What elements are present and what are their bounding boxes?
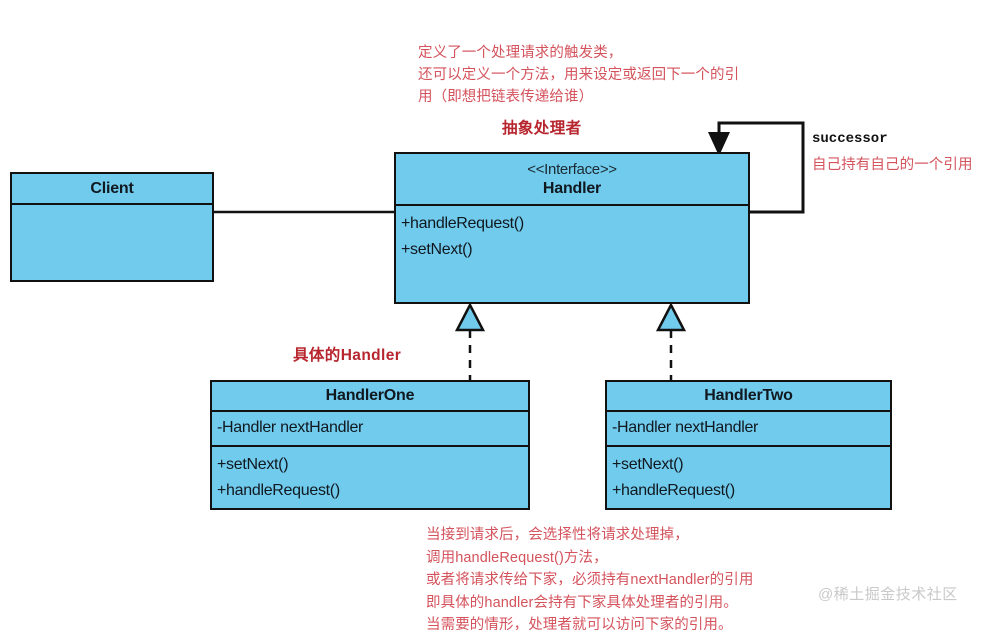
class-box-handler-two[interactable]: HandlerTwo -Handler nextHandler +setNext… [605, 380, 892, 510]
label-successor: successor [812, 131, 888, 147]
class-operations-handler: +handleRequest() +setNext() [396, 206, 748, 269]
note-abstract-handler-description: 定义了一个处理请求的触发类， 还可以定义一个方法，用来设定或返回下一个的引 用（… [418, 45, 740, 106]
class-stereotype-handler: <<Interface>> [527, 161, 617, 178]
member-handler-one-attr-0: -Handler nextHandler [217, 419, 364, 437]
class-operations-handler-two: +setNext() +handleRequest() [607, 447, 890, 510]
class-box-handler-one[interactable]: HandlerOne -Handler nextHandler +setNext… [210, 380, 530, 510]
class-divider-handler-one-attrs [212, 410, 528, 413]
member-handler-two-attr-0: -Handler nextHandler [612, 419, 759, 437]
note-abstract-handler-heading: 抽象处理者 [502, 120, 582, 137]
class-name-handler: Handler [542, 180, 602, 198]
realization-handlertwo-triangle [655, 302, 687, 332]
watermark: @稀土掘金技术社区 [818, 586, 958, 603]
member-handler-one-op-1: +handleRequest() [217, 482, 340, 500]
note-successor-description: 自己持有自己的一个引用 [812, 157, 973, 173]
member-handler-op-1: +setNext() [401, 241, 473, 259]
class-attributes-handler-one: -Handler nextHandler [212, 412, 528, 444]
class-divider-client [12, 203, 212, 206]
class-divider-handler [396, 203, 748, 206]
class-attributes-handler-two: -Handler nextHandler [607, 412, 890, 444]
note-concrete-handler-heading: 具体的Handler [293, 347, 402, 364]
class-title-handler-one: HandlerOne [325, 387, 415, 404]
member-handler-one-op-0: +setNext() [217, 455, 289, 473]
member-handler-two-op-0: +setNext() [612, 455, 684, 473]
class-title-handler-two: HandlerTwo [704, 387, 793, 404]
member-handler-two-op-1: +handleRequest() [612, 482, 735, 500]
class-operations-handler-one: +setNext() +handleRequest() [212, 447, 528, 510]
class-divider-handler-two-ops [607, 444, 890, 447]
class-divider-handler-two-attrs [607, 410, 890, 413]
note-bottom-description: 当接到请求后，会选择性将请求处理掉， 调用handleRequest()方法， … [426, 527, 754, 630]
member-handler-op-0: +handleRequest() [401, 214, 524, 232]
class-box-client[interactable]: Client [10, 172, 214, 282]
realization-handlerone-triangle [454, 302, 486, 332]
class-title-client: Client [90, 180, 134, 197]
class-box-handler[interactable]: <<Interface>> Handler +handleRequest() +… [394, 152, 750, 304]
class-divider-handler-one-ops [212, 444, 528, 447]
class-body-client [12, 205, 212, 215]
class-title-handler: <<Interface>> Handler [396, 154, 748, 204]
